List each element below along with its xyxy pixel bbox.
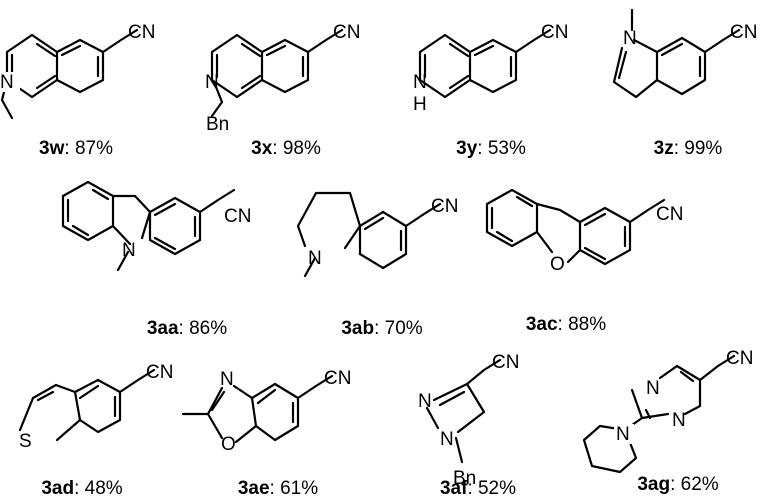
atom-n2-3ag: N	[672, 410, 686, 431]
caption-3y: 3y: 53%	[456, 138, 526, 160]
caption-3aa: 3aa: 86%	[147, 318, 227, 340]
atom-n3-3ag: N	[616, 424, 630, 445]
caption-3z: 3z: 99%	[654, 138, 723, 160]
yield-3ag: : 62%	[670, 474, 719, 495]
compound-id-3y: 3y	[456, 138, 478, 159]
yield-3x: : 98%	[272, 138, 321, 159]
bond-network-3w	[0, 28, 139, 120]
bond-network-3af	[425, 358, 502, 464]
atom-n1-3ag: N	[646, 378, 660, 399]
structure-3ac: O CN	[485, 188, 683, 275]
bond-network-3y	[418, 28, 552, 99]
atom-n-3aa: N	[122, 240, 136, 261]
atom-n1-3af: N	[418, 391, 432, 412]
bond-network-3ac	[485, 188, 666, 266]
structure-3ag: N N N CN	[582, 348, 753, 474]
atom-o-3ac: O	[550, 254, 565, 275]
atom-n-3ab: N	[308, 248, 322, 269]
structure-3ae: N O CN	[181, 368, 351, 455]
structure-3y: N H CN	[413, 22, 568, 115]
compound-id-3ab: 3ab	[341, 318, 375, 339]
atom-cn-3ab: CN	[431, 196, 458, 217]
bond-network-3ad	[18, 368, 156, 442]
bond-network-3x	[210, 28, 344, 118]
compound-id-3x: 3x	[251, 138, 273, 159]
atom-cn-3aa: CN	[224, 206, 251, 227]
atom-cn-3y: CN	[541, 22, 568, 43]
caption-3ac: 3ac: 88%	[526, 314, 606, 336]
compound-id-3z: 3z	[653, 138, 674, 159]
structure-3af: N N CN Bn	[418, 352, 519, 489]
bond-network-3ab	[296, 191, 442, 278]
caption-3w: 3w: 87%	[39, 138, 113, 160]
compound-id-3af: 3af	[439, 478, 468, 499]
compound-id-3ad: 3ad	[41, 478, 75, 499]
atom-bg-3ac-o	[548, 253, 566, 273]
atom-n-3ae: N	[220, 369, 234, 390]
atom-h-3y: H	[413, 94, 427, 115]
atom-bn-3af: Bn	[453, 468, 476, 489]
caption-3ab: 3ab: 70%	[341, 318, 422, 340]
atom-n-3z: N	[623, 28, 637, 49]
yield-3ad: : 48%	[74, 478, 123, 499]
atom-cn-3ac: CN	[656, 204, 683, 225]
yield-3af: : 52%	[467, 478, 517, 499]
atom-cn-3af: CN	[492, 352, 519, 373]
caption-3af: 3af: 52%	[440, 478, 516, 500]
bond-network-3ae	[181, 374, 334, 444]
yield-3z: : 99%	[673, 138, 723, 159]
compound-id-3ag: 3ag	[637, 474, 671, 495]
caption-3ae: 3ae: 61%	[238, 478, 318, 500]
yield-3aa: : 86%	[178, 318, 228, 339]
structure-3ab: N CN	[296, 191, 458, 278]
atom-bg-3w-n	[0, 72, 20, 92]
atom-bg-3ag-n3	[614, 424, 634, 444]
structure-3ad: S CN	[18, 362, 173, 452]
compound-id-3ac: 3ac	[525, 314, 558, 335]
atom-n-3w: N	[0, 72, 14, 93]
compound-id-3ae: 3ae	[237, 478, 270, 499]
atom-bn-3x: Bn	[206, 114, 229, 135]
structure-3z: N CN	[612, 8, 757, 99]
compound-id-3w: 3w	[39, 138, 65, 159]
bond-network-3z	[612, 8, 741, 99]
atom-cn-3x: CN	[333, 22, 360, 43]
yield-3ac: : 88%	[557, 314, 607, 335]
atom-n-3x: N	[205, 72, 219, 93]
yield-3ab: : 70%	[374, 318, 423, 339]
atom-cn-3z: CN	[730, 22, 757, 43]
structure-3w: N CN	[0, 22, 155, 120]
caption-3x: 3x: 98%	[251, 138, 321, 160]
yield-3w: : 87%	[64, 138, 113, 159]
compound-id-3aa: 3aa	[146, 318, 179, 339]
bond-network-3aa	[61, 180, 236, 272]
atom-cn-3ae: CN	[324, 368, 351, 389]
caption-3ad: 3ad: 48%	[41, 478, 122, 500]
atom-n2-3af: N	[440, 429, 454, 450]
atom-o-3ae: O	[221, 434, 236, 455]
caption-3ag: 3ag: 62%	[637, 474, 718, 496]
bond-network-3ag	[582, 354, 736, 474]
structure-3x: N CN Bn	[205, 22, 360, 135]
atom-n-3y: N	[413, 72, 427, 93]
structure-3aa: N CN	[61, 180, 251, 272]
atom-cn-3w: CN	[128, 22, 155, 43]
yield-3ae: : 61%	[269, 478, 319, 499]
yield-3y: : 53%	[477, 138, 526, 159]
atom-s-3ad: S	[19, 431, 32, 452]
atom-cn-3ad: CN	[146, 362, 173, 383]
atom-cn-3ag: CN	[726, 348, 753, 369]
